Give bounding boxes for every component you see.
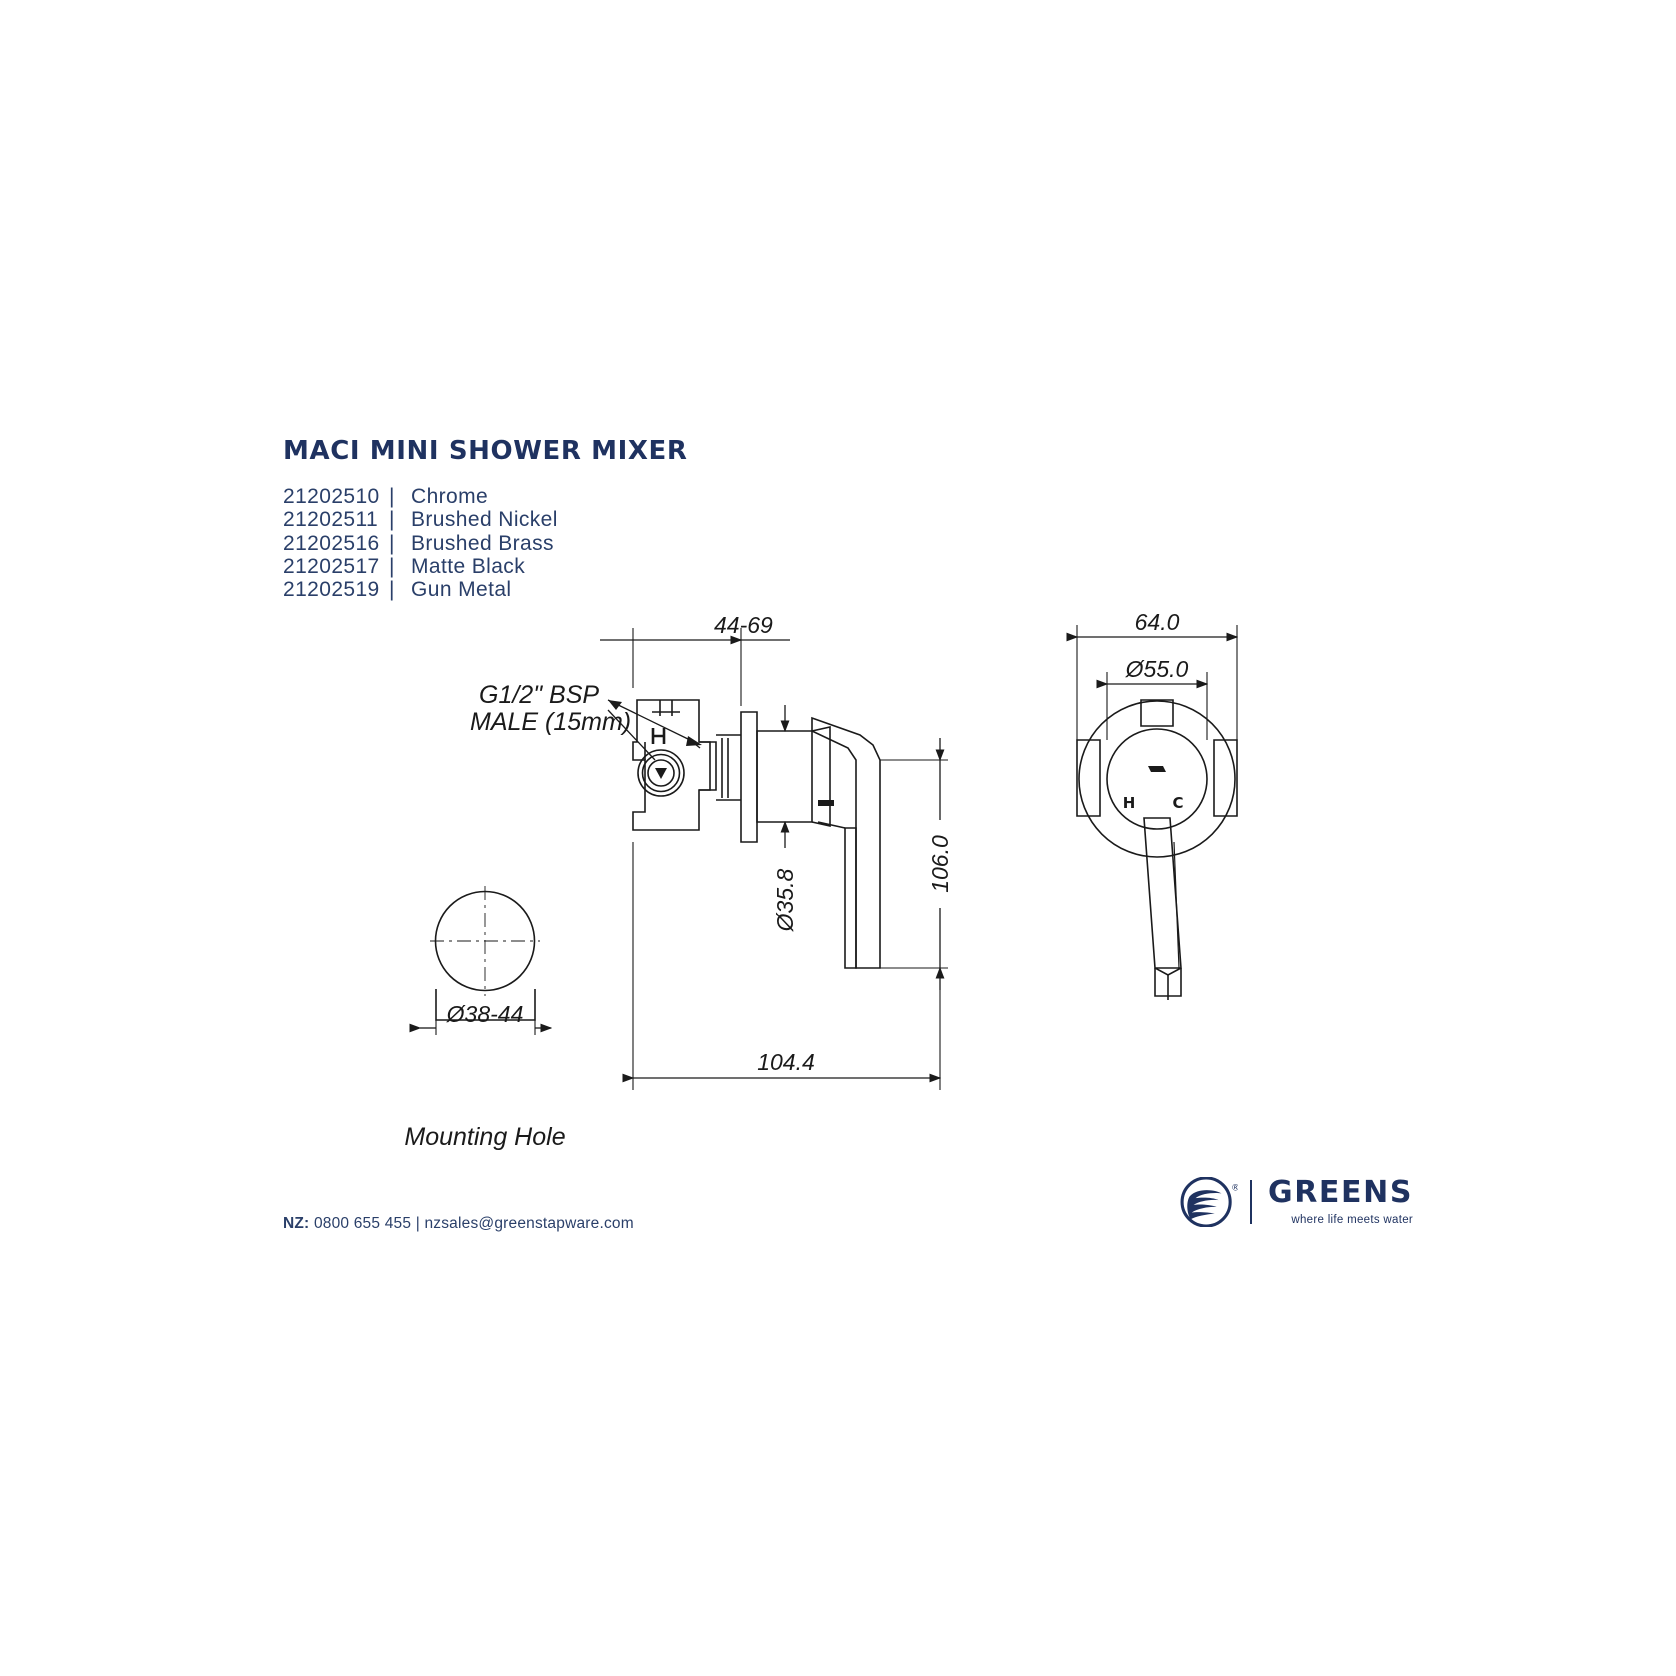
list-item: 21202511 | Brushed Nickel bbox=[283, 508, 688, 531]
dim-plate-diameter-label: Ø55.0 bbox=[1125, 656, 1189, 682]
dim-length-label: 104.4 bbox=[757, 1049, 815, 1075]
dim-mounting-hole-label: Ø38-44 bbox=[446, 1001, 524, 1027]
footer-country-label: NZ: bbox=[283, 1215, 310, 1232]
footer-separator: | bbox=[415, 1215, 420, 1232]
page-title: MACI MINI SHOWER MIXER bbox=[283, 436, 688, 466]
product-code: 21202510 bbox=[283, 485, 380, 508]
dim-height-label: 106.0 bbox=[927, 835, 953, 893]
code-separator: | bbox=[389, 508, 395, 532]
heading-block: MACI MINI SHOWER MIXER 21202510 | Chrome 2… bbox=[283, 436, 688, 601]
list-item: 21202517 | Matte Black bbox=[283, 555, 688, 578]
brand-tagline: where life meets water bbox=[1291, 1214, 1414, 1226]
product-finish: Gun Metal bbox=[411, 578, 512, 602]
list-item: 21202519 | Gun Metal bbox=[283, 578, 688, 601]
code-separator: | bbox=[389, 531, 395, 555]
mounting-hole-caption: Mounting Hole bbox=[404, 1123, 565, 1151]
product-code: 21202519 bbox=[283, 578, 380, 602]
code-separator: | bbox=[389, 554, 395, 578]
product-code-list: 21202510|Chrome 21202511|Brushed Nickel … bbox=[283, 485, 688, 601]
product-code: 21202511 bbox=[283, 508, 379, 532]
product-code: 21202516 bbox=[283, 531, 380, 555]
list-item: 21202516 | Brushed Brass bbox=[283, 532, 688, 555]
hot-marker-label: H bbox=[1123, 794, 1136, 812]
product-code: 21202517 bbox=[283, 554, 380, 578]
callout-bsp-line1: G1/2" BSP bbox=[479, 681, 599, 709]
footer-contact: NZ: 0800 655 455 | nzsales@greenstapware… bbox=[283, 1215, 634, 1233]
footer-phone: 0800 655 455 bbox=[313, 1215, 412, 1232]
list-item: 21202510 | Chrome bbox=[283, 485, 688, 508]
brand-divider bbox=[1250, 1180, 1252, 1224]
callout-bsp-line2: MALE (15mm) bbox=[470, 708, 631, 736]
product-finish: Brushed Nickel bbox=[411, 508, 558, 532]
product-finish: Matte Black bbox=[411, 554, 526, 578]
product-finish: Brushed Brass bbox=[411, 531, 554, 555]
greens-swirl-icon: ® bbox=[1180, 1176, 1240, 1228]
product-finish: Chrome bbox=[411, 485, 489, 508]
cold-marker-label: C bbox=[1172, 794, 1183, 812]
code-separator: | bbox=[389, 485, 395, 508]
brand-text: GREENS where life meets water bbox=[1268, 1175, 1414, 1227]
dim-front-width-label: 64.0 bbox=[1135, 609, 1180, 635]
svg-text:®: ® bbox=[1231, 1183, 1238, 1193]
brand-name: GREENS bbox=[1268, 1175, 1414, 1210]
dim-projection-label: 44-69 bbox=[714, 612, 773, 638]
footer-email[interactable]: nzsales@greenstapware.com bbox=[424, 1215, 634, 1232]
brand-logo: ® GREENS where life meets water bbox=[1180, 1175, 1414, 1228]
code-separator: | bbox=[389, 578, 395, 602]
dim-body-diameter-label: Ø35.8 bbox=[772, 868, 798, 932]
